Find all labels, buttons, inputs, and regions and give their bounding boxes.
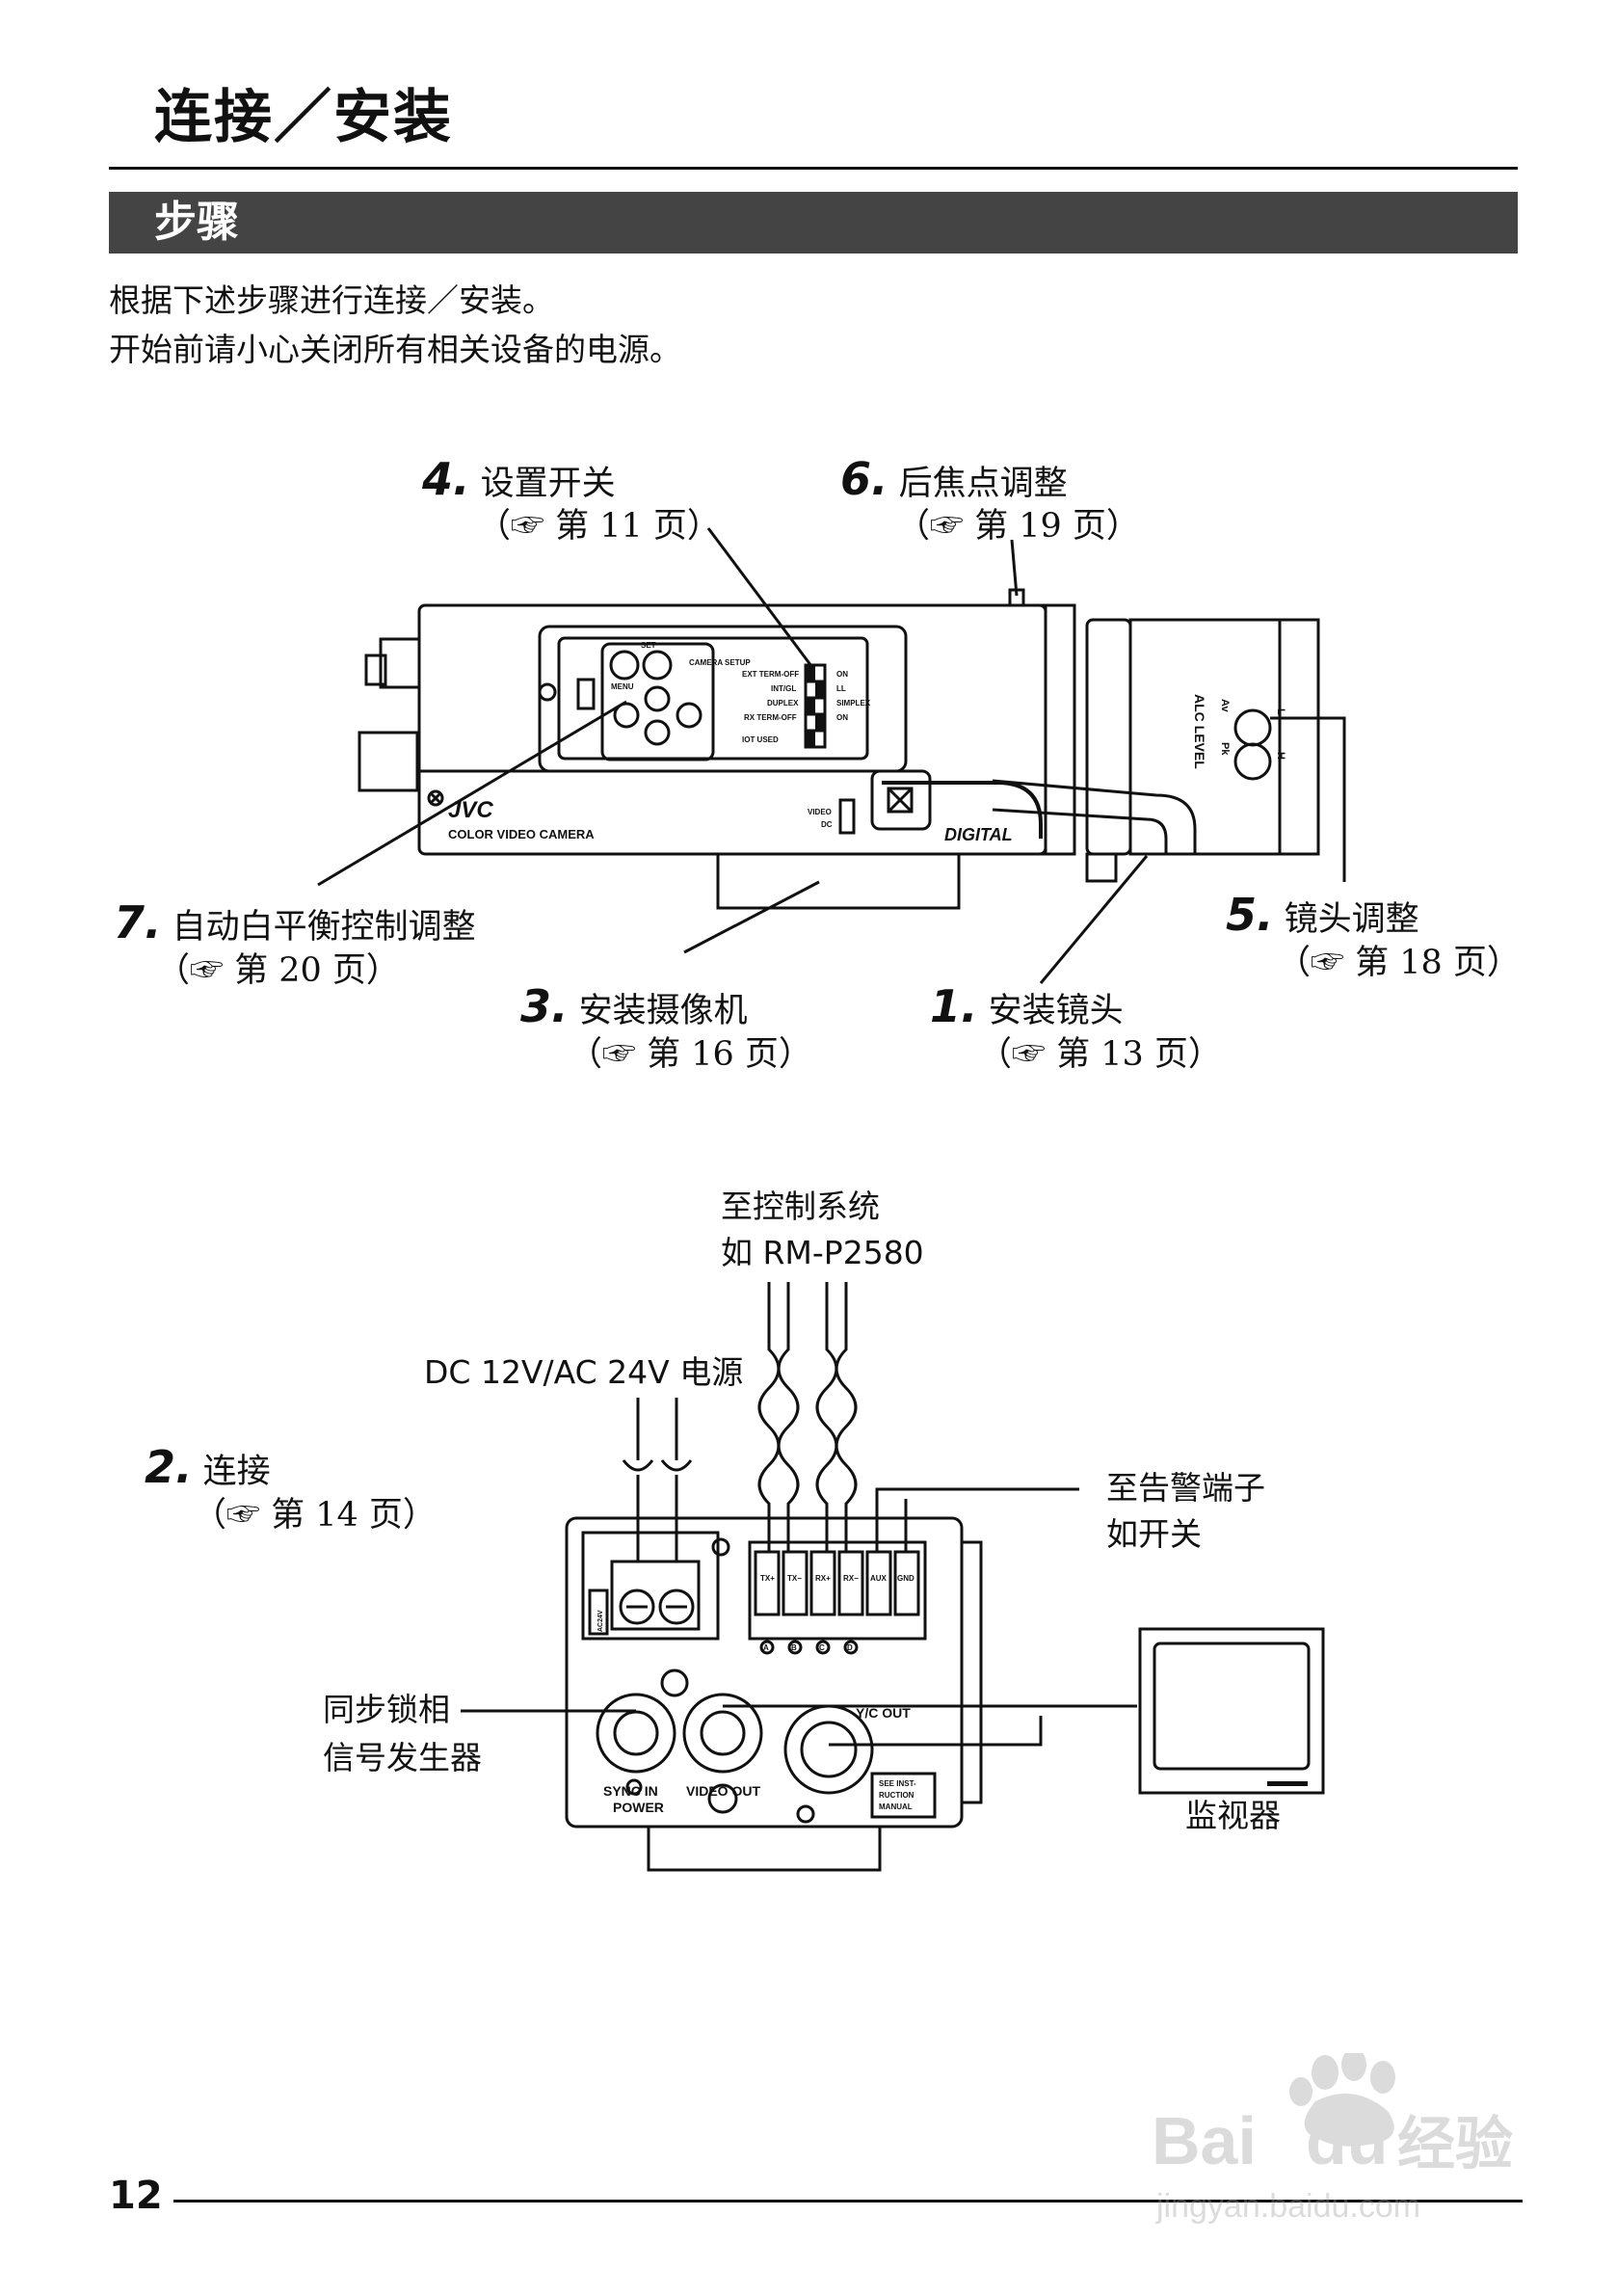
- digital-logo: DIGITAL: [944, 825, 1013, 844]
- svg-text:AUX: AUX: [870, 1574, 888, 1583]
- section-title: 步骤: [154, 198, 239, 247]
- svg-text:MANUAL: MANUAL: [879, 1802, 913, 1811]
- intro-line-1: 根据下述步骤进行连接／安装。: [109, 281, 554, 319]
- sync-generator-label-2: 信号发生器: [323, 1739, 482, 1776]
- set-button: [642, 650, 673, 681]
- alc-knob-av: [1233, 708, 1272, 747]
- alarm-label: 至告警端子: [1106, 1469, 1265, 1507]
- camera-model-text: COLOR VIDEO CAMERA: [448, 827, 595, 841]
- svg-text:经验: 经验: [1397, 2112, 1513, 2176]
- baidu-paw-icon: Bai du 经验 jingyan.baidu.com: [1152, 2048, 1513, 2225]
- step-4-callout: 4. 设置开关: [422, 453, 616, 505]
- svg-text:RUCTION: RUCTION: [879, 1791, 915, 1800]
- menu-button: [609, 650, 640, 681]
- step-6-callout: 6. 后焦点调整: [840, 453, 1068, 505]
- yc-out-label: Y/C OUT: [856, 1705, 911, 1721]
- svg-text:C: C: [819, 1643, 825, 1652]
- camera-mount-base: [716, 852, 961, 910]
- svg-text:RX TERM-OFF: RX TERM-OFF: [744, 713, 797, 722]
- power-supply-label: DC 12V/AC 24V 电源: [424, 1353, 744, 1391]
- step-4-ref: （☞ 第 11 页）: [477, 507, 721, 546]
- svg-text:DUPLEX: DUPLEX: [767, 699, 799, 707]
- step-5-ref: （☞ 第 18 页）: [1277, 944, 1521, 982]
- svg-text:TX+: TX+: [760, 1574, 775, 1583]
- step-1-callout: 1. 安装镜头: [930, 980, 1124, 1032]
- svg-text:RX+: RX+: [815, 1574, 831, 1583]
- rear-connection-diagram: TX+ TX− RX+ RX− AUX GND A B C D SYNC IN …: [461, 1282, 1325, 1872]
- svg-text:AC24V: AC24V: [597, 1610, 604, 1632]
- svg-text:INT/GL: INT/GL: [771, 684, 796, 693]
- svg-text:Bai: Bai: [1152, 2103, 1257, 2178]
- svg-text:ON: ON: [836, 713, 848, 722]
- setup-panel: [538, 625, 908, 773]
- svg-text:jingyan.baidu.com: jingyan.baidu.com: [1155, 2188, 1420, 2225]
- step-3-ref: （☞ 第 16 页）: [569, 1035, 812, 1074]
- camera-side-diagram: JVC COLOR VIDEO CAMERA DIGITAL SET MENU …: [317, 527, 1346, 984]
- sync-in-connector: [596, 1693, 676, 1774]
- svg-text:DC: DC: [821, 820, 833, 829]
- video-out-connector: [682, 1693, 763, 1774]
- svg-text:TX−: TX−: [787, 1574, 802, 1583]
- power-label: POWER: [613, 1800, 664, 1815]
- svg-text:B: B: [791, 1643, 797, 1652]
- svg-text:Av: Av: [1219, 699, 1231, 713]
- camera-brand: JVC: [448, 797, 493, 823]
- svg-text:SET: SET: [641, 641, 656, 650]
- svg-text:LL: LL: [836, 684, 846, 693]
- section-bar: [109, 192, 1518, 254]
- svg-text:CAMERA SETUP: CAMERA SETUP: [689, 658, 751, 667]
- alarm-example-label: 如开关: [1106, 1515, 1202, 1553]
- step-7-callout: 7. 自动白平衡控制调整: [114, 896, 476, 948]
- svg-text:IOT USED: IOT USED: [742, 735, 779, 744]
- footer-rule: [173, 2200, 1523, 2203]
- page-title: 连接／安装: [154, 84, 453, 151]
- monitor: [1138, 1627, 1325, 1795]
- step-3-callout: 3. 安装摄像机: [520, 980, 748, 1032]
- lens: [1278, 618, 1320, 856]
- alc-level-label: ALC LEVEL: [1192, 694, 1207, 769]
- svg-text:RX−: RX−: [843, 1574, 859, 1583]
- step-2-callout: 2. 连接: [145, 1441, 271, 1493]
- step-6-ref: （☞ 第 19 页）: [896, 507, 1140, 546]
- title-rule: [109, 167, 1518, 170]
- svg-text:VIDEO: VIDEO: [808, 808, 832, 816]
- control-model-label: 如 RM-P2580: [721, 1234, 924, 1271]
- rear-connector-bottom: [358, 731, 419, 792]
- svg-text:Pk: Pk: [1219, 742, 1231, 756]
- step-2-ref: （☞ 第 14 页）: [193, 1496, 437, 1535]
- svg-text:L: L: [1275, 708, 1286, 715]
- intro-line-2: 开始前请小心关闭所有相关设备的电源。: [109, 331, 681, 368]
- alc-knob-pk: [1233, 742, 1272, 781]
- video-out-label: VIDEO OUT: [686, 1783, 760, 1799]
- svg-text:SIMPLEX: SIMPLEX: [836, 699, 871, 707]
- baidu-watermark: Bai du 经验 jingyan.baidu.com: [1147, 2048, 1532, 2236]
- sync-generator-label-1: 同步锁相: [323, 1691, 450, 1728]
- sync-in-label: SYNC IN: [603, 1783, 658, 1799]
- svg-text:GND: GND: [897, 1574, 915, 1583]
- svg-text:ON: ON: [836, 670, 848, 679]
- svg-text:A: A: [763, 1643, 769, 1652]
- svg-text:EXT TERM-OFF: EXT TERM-OFF: [742, 670, 799, 679]
- step-7-ref: （☞ 第 20 页）: [156, 951, 400, 990]
- svg-text:du: du: [1306, 2103, 1389, 2178]
- step-5-callout: 5. 镜头调整: [1226, 889, 1419, 941]
- step-1-ref: （☞ 第 13 页）: [978, 1035, 1222, 1074]
- monitor-label: 监视器: [1185, 1797, 1281, 1834]
- camera-body: [417, 603, 1047, 856]
- control-system-label: 至控制系统: [721, 1188, 880, 1225]
- svg-text:D: D: [847, 1643, 853, 1652]
- svg-text:SEE INST-: SEE INST-: [879, 1779, 916, 1788]
- svg-text:H: H: [1275, 752, 1286, 760]
- svg-text:MENU: MENU: [611, 682, 634, 691]
- page-number: 12: [109, 2174, 163, 2218]
